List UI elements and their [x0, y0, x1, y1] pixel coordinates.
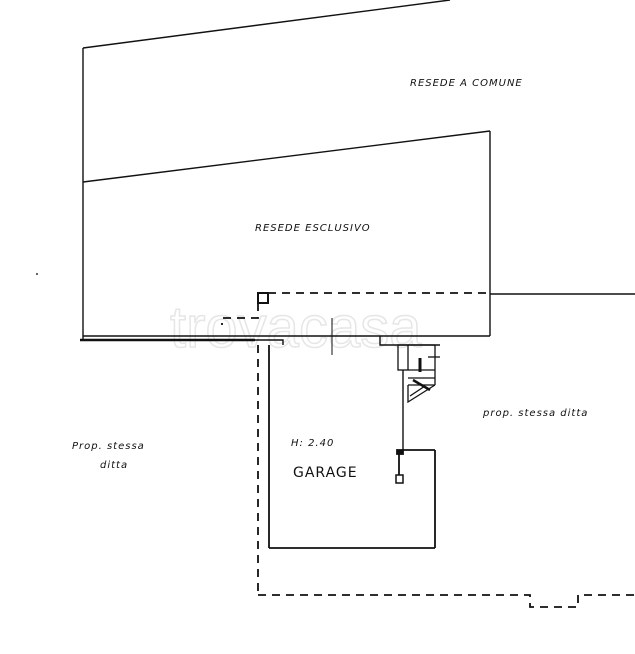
staircase — [397, 344, 440, 404]
label-height: H: 2.40 — [291, 438, 334, 449]
label-prop-left-2: ditta — [100, 460, 128, 471]
label-prop-right: prop. stessa ditta — [482, 408, 588, 419]
exclusive-yard-area — [80, 130, 635, 346]
shared-yard-area — [82, 0, 451, 340]
watermark: trovacasa — [170, 295, 422, 360]
label-prop-left-1: Prop. stessa — [72, 441, 145, 452]
pillar-square — [257, 292, 269, 304]
label-exclusive-yard: RESEDE ESCLUSIVO — [255, 223, 371, 234]
boundary-dashed — [221, 292, 635, 608]
garage-walls — [268, 345, 436, 549]
label-garage: GARAGE — [293, 465, 358, 481]
label-shared-yard: RESEDE A COMUNE — [410, 78, 523, 89]
stray-dot — [36, 273, 38, 275]
